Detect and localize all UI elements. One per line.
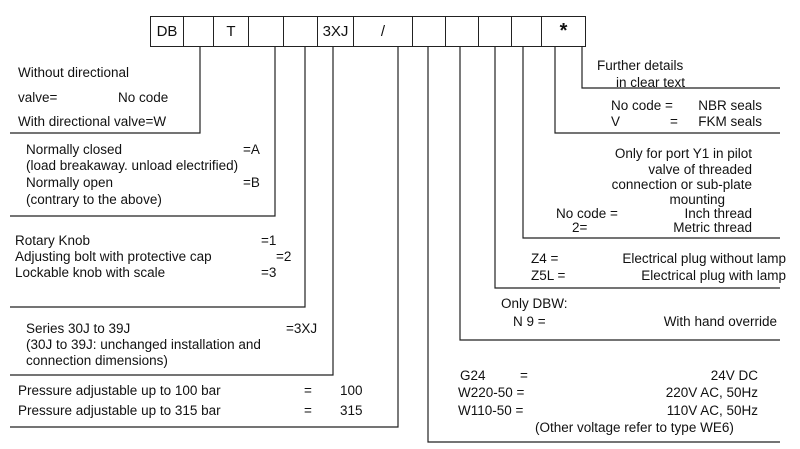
port-line-3: connection or sub-plate	[611, 177, 752, 192]
adjust-line-3a: Lockable knob with scale	[15, 265, 166, 280]
code-box-7: /	[353, 16, 413, 47]
seals-line-1b: NBR seals	[698, 98, 762, 113]
connector-voltage	[427, 47, 780, 443]
connector-pressure	[10, 47, 399, 428]
plug-line-2a: Z5L =	[531, 268, 566, 283]
seals-line-2b: =	[670, 114, 678, 129]
adjust-line-1a: Rotary Knob	[15, 233, 91, 248]
pressure-line-1b: =	[304, 383, 312, 398]
code-box-11	[511, 16, 542, 47]
connector-details	[581, 47, 780, 89]
seals-line-2c: FKM seals	[698, 114, 762, 129]
series-line-2: (30J to 39J: unchanged installation and	[26, 337, 261, 352]
voltage-line-1c: 24V DC	[710, 368, 758, 383]
port-line-1: Only for port Y1 in pilot	[614, 146, 752, 161]
details-line-2: in clear text	[616, 75, 686, 90]
voltage-line-3c: 110V AC, 50Hz	[666, 403, 758, 418]
connector-plug	[494, 47, 780, 289]
valve-line-1: Without directional	[18, 65, 130, 80]
connector-seals	[554, 47, 780, 134]
override-line-1: Only DBW:	[501, 296, 568, 311]
normal-line-1b: =A	[243, 142, 260, 157]
valve-line-3: With directional valve=W	[18, 114, 167, 129]
pressure-line-2b: =	[304, 403, 312, 418]
pressure-line-2a: Pressure adjustable up to 315 bar	[18, 403, 221, 418]
port-line-4: mounting	[669, 192, 725, 207]
pressure-line-1c: 100	[340, 383, 363, 398]
code-box-3: T	[213, 16, 249, 47]
adjust-line-3b: =3	[261, 265, 277, 280]
series-line-1a: Series 30J to 39J	[26, 321, 131, 336]
port-line-5b: Inch thread	[684, 206, 752, 221]
voltage-line-3a: W110-50 =	[458, 403, 524, 418]
port-line-5a: No code =	[556, 206, 618, 221]
connector-normal	[10, 47, 276, 217]
code-box-2	[183, 16, 214, 47]
port-line-6a: 2=	[572, 220, 588, 235]
adjust-line-2a: Adjusting bolt with protective cap	[15, 249, 212, 264]
series-line-3: connection dimensions)	[26, 353, 168, 368]
adjust-line-2b: =2	[276, 249, 292, 264]
connector-adjust	[10, 47, 306, 308]
plug-line-1a: Z4 =	[531, 251, 559, 266]
valve-line-2a: valve=	[18, 90, 58, 105]
code-box-12: *	[541, 16, 586, 47]
seals-line-1a: No code =	[611, 98, 673, 113]
pressure-line-1a: Pressure adjustable up to 100 bar	[18, 383, 221, 398]
connector-valve	[10, 47, 201, 134]
port-line-6b: Metric thread	[673, 220, 752, 235]
voltage-line-4: (Other voltage refer to type WE6)	[535, 420, 734, 435]
connector-override	[459, 47, 780, 341]
normal-line-2: (load breakaway. unload electrified)	[26, 158, 239, 173]
code-box-1: DB	[150, 16, 184, 47]
voltage-line-1b: =	[520, 368, 528, 383]
valve-line-2b: No code	[118, 90, 169, 105]
details-line-1: Further details	[597, 58, 684, 73]
normal-line-1a: Normally closed	[26, 142, 123, 157]
override-line-2a: N 9 =	[513, 314, 546, 329]
pressure-line-2c: 315	[340, 403, 363, 418]
normal-line-3b: =B	[243, 175, 260, 190]
voltage-line-2c: 220V AC, 50Hz	[665, 385, 758, 400]
plug-line-1b: Electrical plug without lamp	[622, 251, 786, 266]
code-box-5	[283, 16, 318, 47]
plug-line-2b: Electrical plug with lamp	[641, 268, 786, 283]
seals-line-2a: V	[611, 114, 621, 129]
code-box-8	[412, 16, 446, 47]
connector-port	[522, 47, 780, 239]
code-box-10	[478, 16, 512, 47]
voltage-line-1a: G24	[460, 368, 486, 383]
code-box-9	[445, 16, 479, 47]
normal-line-3a: Normally open	[26, 175, 114, 190]
code-box-6: 3XJ	[317, 16, 354, 47]
normal-line-4: (contrary to the above)	[26, 192, 162, 207]
code-box-4	[248, 16, 284, 47]
connector-series	[10, 47, 334, 376]
override-line-2b: With hand override	[663, 314, 777, 329]
port-line-2: valve of threaded	[648, 162, 752, 177]
voltage-line-2a: W220-50 =	[458, 385, 525, 400]
adjust-line-1b: =1	[261, 233, 277, 248]
series-line-1b: =3XJ	[286, 321, 318, 336]
